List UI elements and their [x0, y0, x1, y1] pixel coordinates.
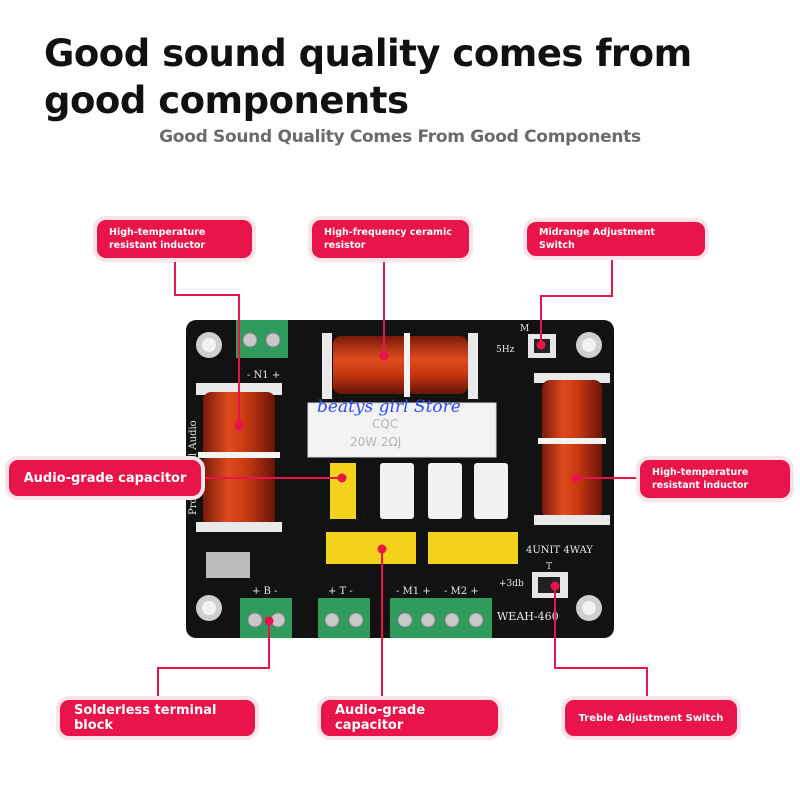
terminal-n-text: - N1 +	[247, 370, 280, 381]
callout-capacitor-bottom: Audio-grade capacitor	[321, 700, 498, 736]
ceramic-resistor	[307, 402, 497, 458]
switch-t-label: T	[546, 562, 552, 572]
watermark-text: beatys girl Store	[317, 397, 461, 417]
terminal-m2-text: - M2 +	[444, 586, 479, 597]
capacitor-yellow-2	[428, 532, 518, 564]
switch-t-db: +3db	[499, 579, 524, 589]
capacitors-white	[380, 463, 508, 519]
switch-m-label: M	[520, 324, 529, 334]
callout-inductor-right: High-temperature resistant inductor	[640, 460, 790, 498]
callout-midrange-switch: Midrange Adjustment Switch	[527, 222, 705, 256]
grey-component	[206, 552, 250, 578]
callout-treble-switch: Treble Adjustment Switch	[565, 700, 737, 736]
terminal-m1-m2	[390, 598, 492, 638]
terminal-t-text: + T -	[328, 586, 353, 597]
resistor-text-2: 20W 2ΩJ	[350, 435, 401, 449]
switch-m-freq: 5Hz	[496, 345, 515, 355]
capacitor-small-yellow	[330, 463, 356, 519]
terminal-n1	[236, 320, 288, 358]
model-text: WEAH-460	[497, 610, 559, 623]
mount-holes	[196, 332, 602, 621]
inductor-left-coil	[196, 383, 282, 532]
resistor-text-1: CQC	[372, 417, 398, 431]
callout-terminal-block: Solderless terminal block	[60, 700, 255, 736]
terminal-t	[318, 598, 370, 638]
page-subtitle: Good Sound Quality Comes From Good Compo…	[159, 127, 641, 147]
callout-ceramic-resistor: High-frequency ceramic resistor	[312, 220, 469, 258]
terminal-m1-text: - M1 +	[396, 586, 431, 597]
callout-capacitor-left: Audio-grade capacitor	[9, 460, 201, 496]
unit-text: 4UNIT 4WAY	[526, 545, 593, 556]
callout-inductor-left: High-temperature resistant inductor	[97, 220, 252, 258]
terminal-b-text: + B -	[252, 586, 277, 597]
inductor-top-coil	[322, 333, 478, 399]
inductor-right-coil	[534, 373, 610, 525]
capacitor-yellow-1	[326, 532, 416, 564]
page-title: Good sound quality comes from good compo…	[44, 32, 692, 122]
